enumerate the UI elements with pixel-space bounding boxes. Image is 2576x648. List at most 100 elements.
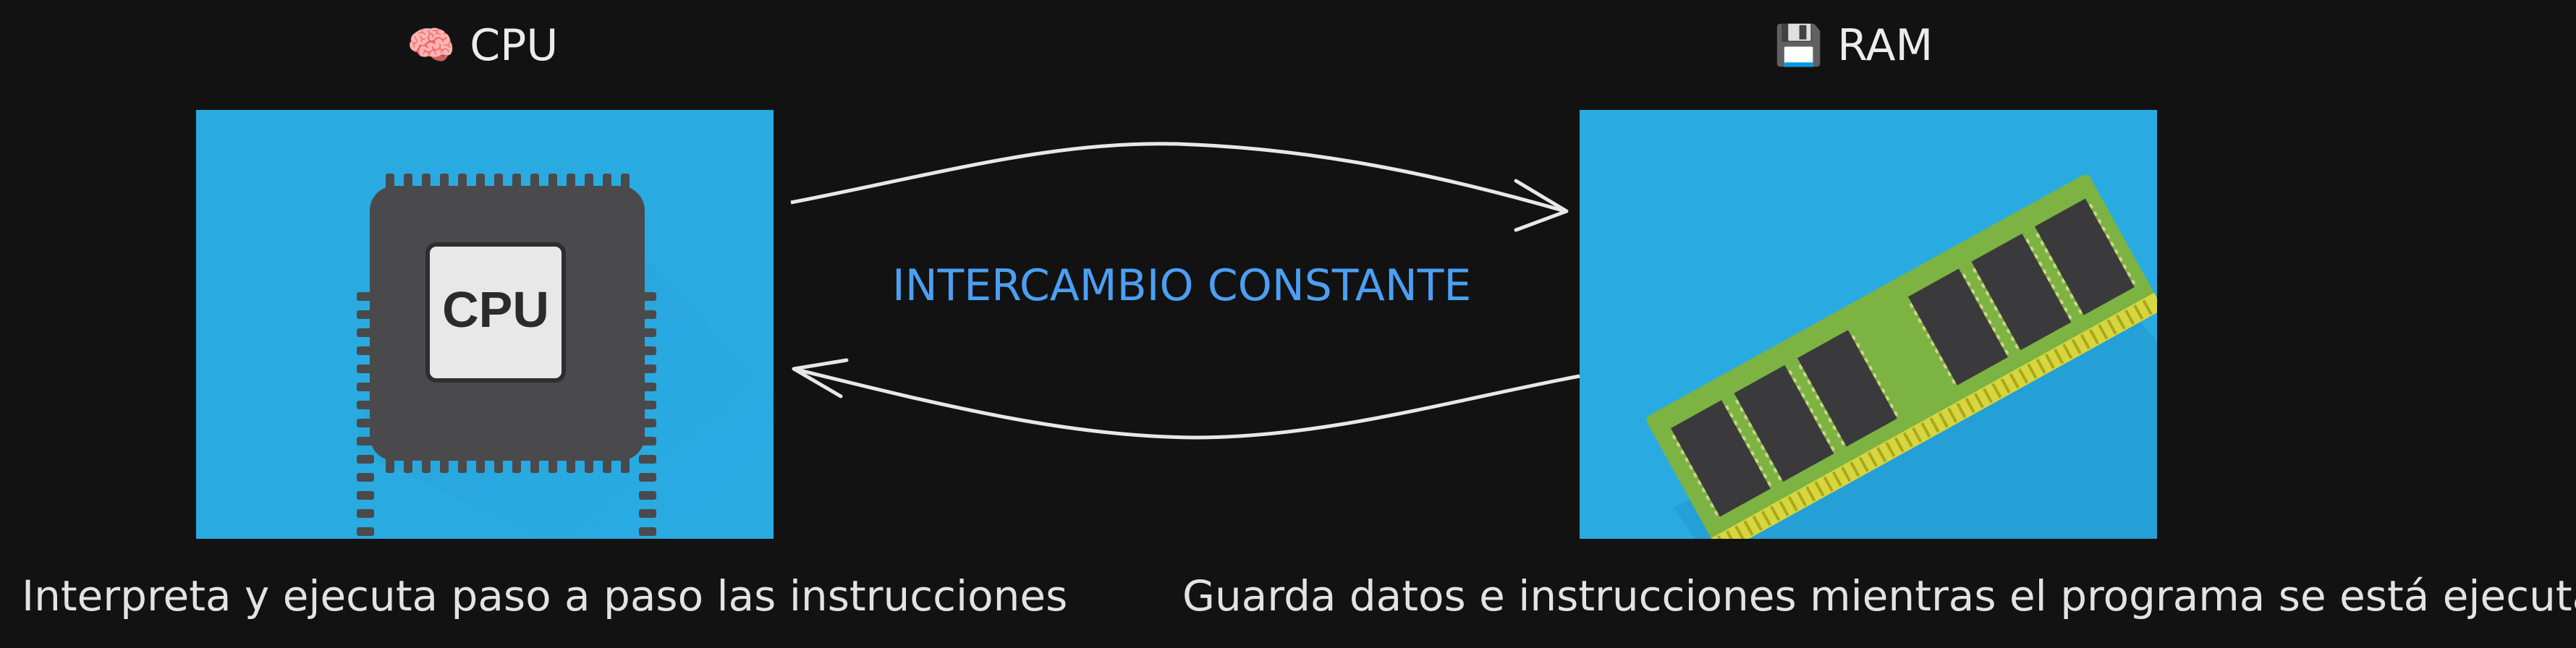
ram-chip-lead (2122, 264, 2127, 270)
ram-pin-line (1956, 402, 1967, 418)
ram-chip (1671, 400, 1771, 517)
ram-chip-lead (1864, 357, 1869, 363)
ram-pin-line (2098, 324, 2109, 340)
ram-chip (1908, 268, 2008, 385)
ram-chip-lead (1985, 291, 1990, 297)
ram-pin-line (2000, 378, 2011, 394)
cpu-pin (639, 509, 656, 518)
ram-chip-lead (1996, 334, 2001, 340)
ram-chip-lead (1930, 341, 1935, 346)
cpu-pin (357, 455, 374, 464)
ram-chip-lead (1840, 440, 1845, 446)
ram-chip-lead (1792, 378, 1797, 383)
ram-chip (1797, 330, 1897, 447)
ram-chip-lead (2077, 309, 2083, 315)
ram-chip-lead (2127, 271, 2132, 277)
ram-chip-lead (1925, 333, 1931, 339)
ram-pin-line (1929, 417, 1940, 433)
ram-pin-line (1831, 471, 1843, 487)
ram-chip-lead (1975, 296, 1980, 302)
ram-chip-lead (1729, 412, 1734, 418)
ram-title: RAM (1837, 20, 1933, 71)
ram-pin-line (1841, 466, 1852, 482)
arrow-cpu-to-ram (790, 142, 1566, 213)
ram-chip (1734, 364, 1834, 482)
ram-chip-lead (1739, 406, 1745, 413)
ram-chip-lead (1701, 487, 1706, 493)
ram-chip-lead (2093, 210, 2098, 217)
ram-module-graphic (1646, 174, 2157, 539)
ram-pin-line (1761, 511, 1772, 526)
ram-pin-line (1983, 388, 1994, 404)
cpu-pin (639, 473, 656, 482)
ram-chip-lead (1821, 430, 1827, 436)
ram-chip-lead (2048, 255, 2054, 261)
exchange-label: INTERCAMBIO CONSTANTE (892, 260, 1472, 311)
ram-chip-lead (2033, 253, 2039, 259)
ram-pin-line (2054, 349, 2064, 364)
ram-chip-lead (1688, 464, 1694, 470)
ram-pin-line (1920, 422, 1931, 438)
ram-chip-lead (1763, 473, 1768, 479)
ram-chip-lead (1851, 335, 1857, 341)
ram-chip-lead (1868, 365, 1873, 371)
ram-chip-lead (2109, 241, 2115, 247)
ram-chip-lead (1713, 510, 1719, 516)
ram-chip-lead (1893, 411, 1899, 417)
ram-pin-line (2080, 333, 2090, 349)
ram-chip-lead (1993, 306, 1999, 312)
ram-chip-lead (1672, 434, 1677, 440)
ram-pins (1711, 292, 2157, 539)
ram-chip-lead (1796, 385, 1802, 391)
ram-pin-line (1814, 481, 1825, 497)
ram-chip-lead (2025, 238, 2030, 244)
ram-chip-lead (1826, 438, 1831, 444)
ram-chip (2034, 198, 2135, 315)
ram-illustration (1580, 110, 2157, 539)
ram-chip-lead (1752, 430, 1757, 435)
ram-chip-lead (2042, 268, 2047, 274)
ram-chip-lead (1684, 457, 1690, 463)
ram-chip-lead (2059, 299, 2064, 304)
ram-pin-line (1743, 520, 1754, 536)
ram-chip-lead (1836, 432, 1842, 438)
ram-chip-lead (2000, 341, 2005, 347)
ram-chip-lead (1951, 378, 1956, 385)
ram-pin-line (1965, 398, 1975, 414)
ram-chip-lead (2065, 286, 2070, 291)
ram-chip-lead (2001, 321, 2007, 327)
ram-chip-lead (1805, 400, 1810, 406)
ram-pin-line (1876, 446, 1887, 463)
ram-chip-lead (2130, 279, 2136, 285)
ram-pin-line (1770, 506, 1781, 521)
ram-chip-lead (1743, 414, 1748, 420)
ram-chip-lead (2014, 344, 2020, 349)
ram-chip-lead (1980, 283, 1986, 289)
ram-chip-lead (1921, 325, 1927, 331)
ram-chip-lead (2040, 240, 2045, 246)
ram-pin-line (1716, 535, 1727, 539)
ram-chip-lead (1764, 452, 1769, 458)
ram-pin-line (1752, 515, 1763, 532)
ram-chip-lead (2010, 336, 2015, 342)
ram-chip-lead (1872, 372, 1878, 378)
ram-chip-lead (2051, 284, 2056, 289)
ram-chip-lead (1734, 399, 1740, 405)
ram-chip-lead (1831, 425, 1837, 431)
ram-chip-lead (1983, 311, 1988, 317)
cpu-pin (357, 437, 374, 446)
ram-pin-line (1867, 451, 1878, 467)
ram-chip-lead (1777, 475, 1782, 481)
cpu-pin (357, 509, 374, 518)
ram-chip-lead (1760, 445, 1766, 451)
ram-pin-line (2071, 338, 2082, 354)
ram-chip-lead (1709, 503, 1715, 508)
ram-pin-line (1805, 486, 1816, 502)
cpu-pin (639, 527, 656, 536)
ram-pin-line (2106, 319, 2117, 335)
ram-chip-lead (2114, 249, 2119, 255)
cpu-heading: 🧠 CPU (407, 20, 558, 71)
ram-chip-lead (2035, 233, 2041, 239)
ram-pin-line (2044, 353, 2055, 370)
ram-chip-lead (1876, 380, 1882, 386)
